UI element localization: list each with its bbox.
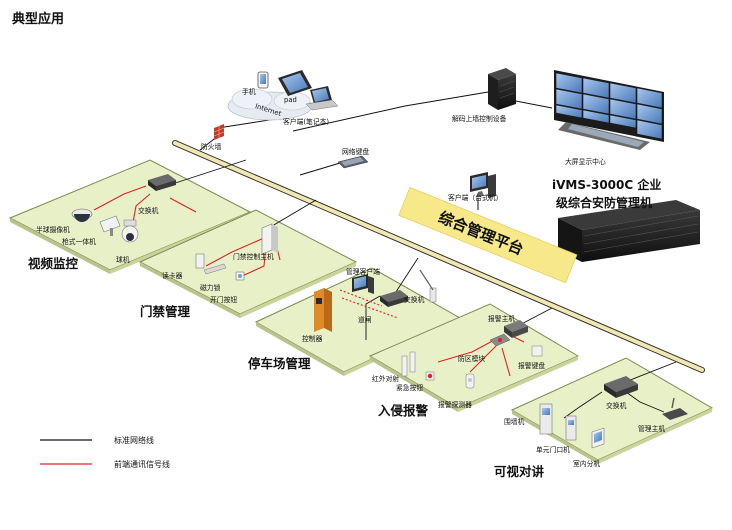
panic-button-icon bbox=[425, 371, 435, 381]
zone-platform-intercom bbox=[510, 357, 714, 464]
bullet-camera-icon bbox=[99, 215, 121, 236]
parking-switch-label: 交换机 bbox=[404, 295, 425, 304]
dome-camera-label: 半球摄像机 bbox=[36, 225, 70, 234]
zone-module-label: 防区模块 bbox=[458, 354, 485, 363]
indoor-unit-label: 室内分机 bbox=[573, 459, 600, 468]
alarm-detector-icon bbox=[465, 373, 475, 389]
video-wall-label: 大屏显示中心 bbox=[565, 157, 606, 166]
laptop-client-label: 客户端(笔记本) bbox=[283, 117, 329, 126]
desktop-client-icon bbox=[470, 172, 496, 198]
intercom-switch-icon bbox=[604, 376, 638, 398]
alarm-keyboard-label: 报警键盘 bbox=[518, 361, 545, 370]
door-station-label: 单元门口机 bbox=[536, 445, 570, 454]
mobile-label: 手机 bbox=[242, 87, 256, 96]
master-station-label: 管理主机 bbox=[638, 424, 665, 433]
video-wall-icon bbox=[554, 70, 664, 150]
firewall-icon bbox=[213, 124, 225, 140]
parking-client-icon bbox=[352, 274, 374, 294]
bullet-camera-label: 枪式一体机 bbox=[62, 237, 96, 246]
internet-cloud: Internet bbox=[227, 88, 313, 121]
zone-name-intercom: 可视对讲 bbox=[494, 464, 545, 479]
wall-station-icon bbox=[539, 403, 553, 435]
zone-name-parking: 停车场管理 bbox=[248, 356, 311, 371]
barrier-gate-icon bbox=[419, 269, 437, 303]
tablet-icon bbox=[278, 70, 312, 96]
wall-station-label: 围墙机 bbox=[504, 417, 525, 426]
decoder-label: 解码上墙控制设备 bbox=[452, 114, 507, 123]
network-keyboard-label: 网络键盘 bbox=[342, 147, 369, 156]
dome-camera-icon bbox=[71, 208, 93, 222]
card-reader-icon bbox=[195, 253, 205, 269]
parking-switch-icon bbox=[380, 290, 408, 307]
exit-button-label: 开门按钮 bbox=[210, 295, 237, 304]
video-switch-label: 交换机 bbox=[138, 206, 159, 215]
card-reader-label: 读卡器 bbox=[162, 271, 183, 280]
door-station-icon bbox=[565, 415, 577, 441]
zone-name-video: 视频监控 bbox=[28, 256, 79, 271]
parking-client-label: 管理客户端 bbox=[346, 267, 380, 276]
product-name-line2: 级综合安防管理机 bbox=[556, 195, 652, 210]
indoor-unit-icon bbox=[591, 427, 605, 449]
alarm-host-label: 报警主机 bbox=[488, 314, 515, 323]
magnetic-lock-label: 磁力锁 bbox=[200, 283, 221, 292]
backbone-cable bbox=[172, 140, 705, 373]
video-switch-icon bbox=[148, 174, 176, 191]
mobile-phone-icon bbox=[257, 71, 269, 89]
exit-button-icon bbox=[235, 271, 245, 281]
zone-platform-door bbox=[138, 209, 358, 318]
zone-platform-video bbox=[8, 159, 252, 274]
ir-beam-label: 红外对射 bbox=[372, 374, 399, 383]
firewall-label: 防火墙 bbox=[201, 142, 222, 151]
product-name-line1: iVMS-3000C 企业 bbox=[552, 177, 661, 192]
parking-controller-icon bbox=[314, 288, 332, 332]
magnetic-lock-icon bbox=[203, 263, 227, 275]
decoder-rack-icon bbox=[488, 68, 516, 110]
alarm-detector-label: 报警探测器 bbox=[438, 400, 472, 409]
page-title: 典型应用 bbox=[12, 12, 65, 27]
door-controller-label: 门禁控制主机 bbox=[233, 252, 274, 261]
ir-beam-icon bbox=[401, 351, 416, 377]
alarm-keyboard-icon bbox=[531, 345, 543, 357]
parking-controller-label: 控制器 bbox=[302, 334, 323, 343]
ptz-camera-label: 球机 bbox=[116, 255, 130, 264]
legend-signal-label: 前端通讯信号线 bbox=[114, 459, 170, 469]
network-keyboard-icon bbox=[337, 155, 369, 169]
panic-button-label: 紧急按钮 bbox=[396, 383, 423, 392]
zone-module-icon bbox=[489, 333, 511, 347]
barrier-gate-label: 道闸 bbox=[358, 315, 372, 324]
legend: 标准网络线 前端通讯信号线 bbox=[40, 435, 170, 469]
zone-name-intrusion: 入侵报警 bbox=[378, 403, 429, 418]
master-station-icon bbox=[662, 397, 688, 420]
pad-label: pad bbox=[284, 96, 297, 104]
ptz-camera-icon bbox=[121, 219, 139, 243]
zone-name-door: 门禁管理 bbox=[140, 304, 191, 319]
legend-network-label: 标准网络线 bbox=[114, 435, 154, 445]
laptop-icon bbox=[305, 86, 339, 111]
alarm-host-icon bbox=[504, 320, 528, 338]
intercom-switch-label: 交换机 bbox=[606, 401, 627, 410]
door-controller-icon bbox=[261, 223, 278, 255]
desktop-client-label: 客户端（台式机） bbox=[448, 193, 502, 202]
